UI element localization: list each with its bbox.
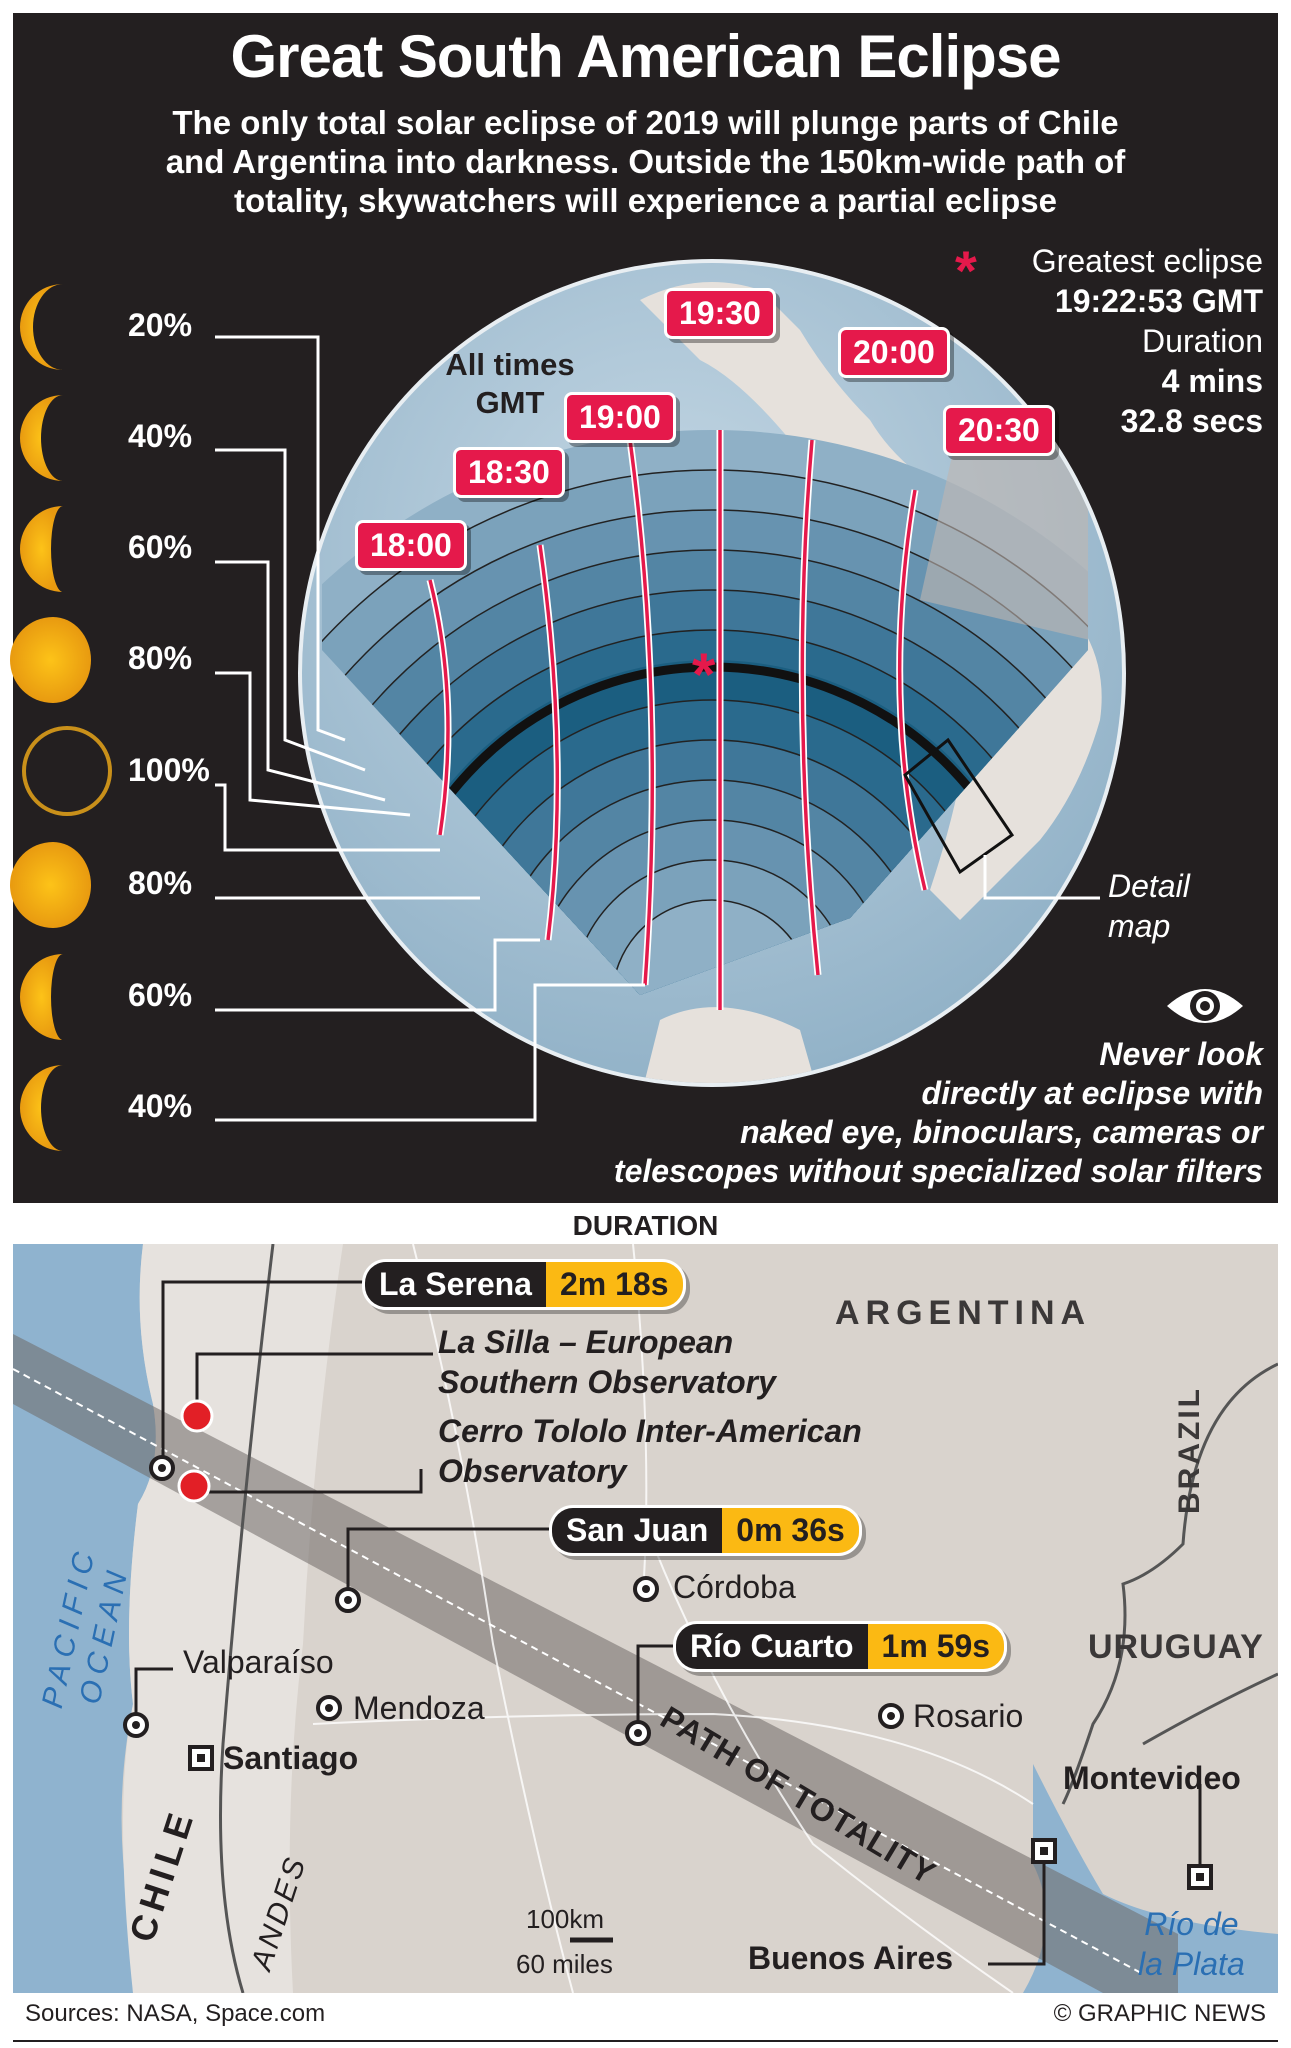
eye-icon bbox=[1167, 989, 1243, 1023]
path-of-totality-band bbox=[13, 1334, 1178, 1993]
detail-map: La Serena 2m 18s San Juan 0m 36s Río Cua… bbox=[13, 1244, 1278, 1993]
warning-line: directly at eclipse with bbox=[921, 1075, 1263, 1111]
observatory-icon bbox=[177, 1469, 211, 1503]
sun-60-icon bbox=[20, 506, 63, 592]
obs-line: Southern Observatory bbox=[438, 1364, 776, 1400]
badge-city: La Serena bbox=[365, 1262, 546, 1307]
time-label-1830: 18:30 bbox=[453, 447, 565, 498]
percent-label: 100% bbox=[128, 752, 210, 788]
time-label-1900: 19:00 bbox=[564, 392, 676, 443]
river-line: la Plata bbox=[1138, 1946, 1245, 1982]
scale-km: 100km bbox=[526, 1904, 605, 1934]
duration-heading: DURATION bbox=[572, 1210, 719, 1241]
river-line: Río de bbox=[1144, 1906, 1239, 1942]
time-label-1930: 19:30 bbox=[664, 288, 776, 339]
warning-line: naked eye, binoculars, cameras or bbox=[740, 1114, 1263, 1150]
greatest-eclipse-label: Greatest eclipse bbox=[1031, 243, 1263, 279]
la-silla-label: La Silla – European Southern Observatory bbox=[438, 1322, 776, 1402]
percent-label: 20% bbox=[128, 307, 193, 343]
obs-line: La Silla – European bbox=[438, 1324, 734, 1360]
detail-map-label: Detail map bbox=[1108, 866, 1190, 946]
percent-label: 60% bbox=[128, 977, 193, 1013]
percent-label: 40% bbox=[128, 1088, 193, 1124]
cerro-tololo-label: Cerro Tololo Inter-American Observatory bbox=[438, 1411, 862, 1491]
sun-40-icon bbox=[20, 395, 63, 481]
uruguay-label: URUGUAY bbox=[1088, 1628, 1264, 1666]
percent-label: 80% bbox=[128, 640, 193, 676]
rio-de-la-plata-label: Río de la Plata bbox=[1138, 1904, 1245, 1984]
duration-label: Duration bbox=[1142, 323, 1263, 359]
badge-duration: 1m 59s bbox=[867, 1624, 1005, 1669]
greatest-eclipse-star-icon: * bbox=[692, 641, 716, 708]
buenos-aires-label: Buenos Aires bbox=[748, 1940, 954, 1976]
sun-80-icon bbox=[10, 617, 91, 703]
city-markers bbox=[123, 1455, 1213, 1890]
brazil-label: BRAZIL bbox=[1173, 1386, 1206, 1514]
time-label-2030: 20:30 bbox=[943, 405, 1055, 456]
all-times-line: All times bbox=[445, 347, 575, 382]
greatest-eclipse-time: 19:22:53 GMT bbox=[1054, 283, 1263, 319]
badge-city: San Juan bbox=[552, 1508, 723, 1553]
time-label-1800: 18:00 bbox=[355, 520, 467, 571]
legend-star-icon: * bbox=[955, 239, 977, 302]
scale-miles: 60 miles bbox=[516, 1949, 613, 1979]
detail-map-line: Detail bbox=[1108, 868, 1190, 904]
observatory-icon bbox=[180, 1399, 214, 1433]
sun-20-icon bbox=[20, 284, 63, 370]
antarctica-land bbox=[640, 1007, 820, 1083]
mendoza-label: Mendoza bbox=[353, 1690, 485, 1726]
leader-lines bbox=[134, 1280, 1202, 1966]
obs-line: Observatory bbox=[438, 1453, 627, 1489]
montevideo-label: Montevideo bbox=[1063, 1760, 1241, 1796]
sun-80b-icon bbox=[10, 842, 91, 928]
time-label-2000: 20:00 bbox=[838, 327, 950, 378]
san-juan-badge: San Juan 0m 36s bbox=[549, 1505, 862, 1556]
duration-mins: 4 mins bbox=[1161, 363, 1263, 399]
badge-duration: 2m 18s bbox=[545, 1262, 683, 1307]
rio-cuarto-badge: Río Cuarto 1m 59s bbox=[673, 1621, 1008, 1672]
sun-40b-icon bbox=[20, 1065, 63, 1151]
percent-label: 40% bbox=[128, 418, 193, 454]
la-serena-badge: La Serena 2m 18s bbox=[362, 1259, 686, 1310]
subtitle-line: The only total solar eclipse of 2019 wil… bbox=[172, 104, 1119, 141]
argentina-label: ARGENTINA bbox=[835, 1294, 1092, 1332]
warning-line: telescopes without specialized solar fil… bbox=[613, 1153, 1263, 1189]
detail-map-box bbox=[903, 737, 1015, 875]
santiago-label: Santiago bbox=[223, 1740, 359, 1776]
percent-label: 60% bbox=[128, 529, 193, 565]
roads bbox=[312, 1244, 1034, 1993]
badge-duration: 0m 36s bbox=[722, 1508, 859, 1553]
bottom-rule bbox=[13, 2040, 1278, 2042]
subtitle-line: and Argentina into darkness. Outside the… bbox=[165, 143, 1126, 180]
all-times-note: All times GMT bbox=[435, 346, 585, 422]
warning-line: Never look bbox=[1099, 1036, 1263, 1072]
duration-secs: 32.8 secs bbox=[1120, 403, 1263, 439]
credit: © GRAPHIC NEWS bbox=[1053, 2000, 1266, 2027]
valparaiso-label: Valparaíso bbox=[183, 1644, 334, 1680]
centerline bbox=[13, 1368, 1144, 1975]
observatory-icons bbox=[177, 1399, 214, 1503]
detail-map-line: map bbox=[1108, 908, 1171, 944]
obs-line: Cerro Tololo Inter-American bbox=[438, 1413, 862, 1449]
badge-city: Río Cuarto bbox=[676, 1624, 868, 1669]
percent-callouts bbox=[215, 335, 645, 1122]
borders bbox=[219, 1244, 1278, 1993]
sun-60b-icon bbox=[20, 954, 63, 1040]
cordoba-label: Córdoba bbox=[673, 1569, 796, 1605]
subtitle-line: totality, skywatchers will experience a … bbox=[234, 182, 1057, 219]
sources: Sources: NASA, Space.com bbox=[25, 2000, 326, 2027]
all-times-line: GMT bbox=[475, 385, 545, 420]
totality-line bbox=[374, 662, 1050, 995]
percent-label: 80% bbox=[128, 865, 193, 901]
rosario-label: Rosario bbox=[913, 1698, 1024, 1734]
sun-100-icon bbox=[22, 726, 112, 816]
page-title: Great South American Eclipse bbox=[230, 23, 1061, 90]
sun-phases bbox=[10, 284, 112, 1151]
